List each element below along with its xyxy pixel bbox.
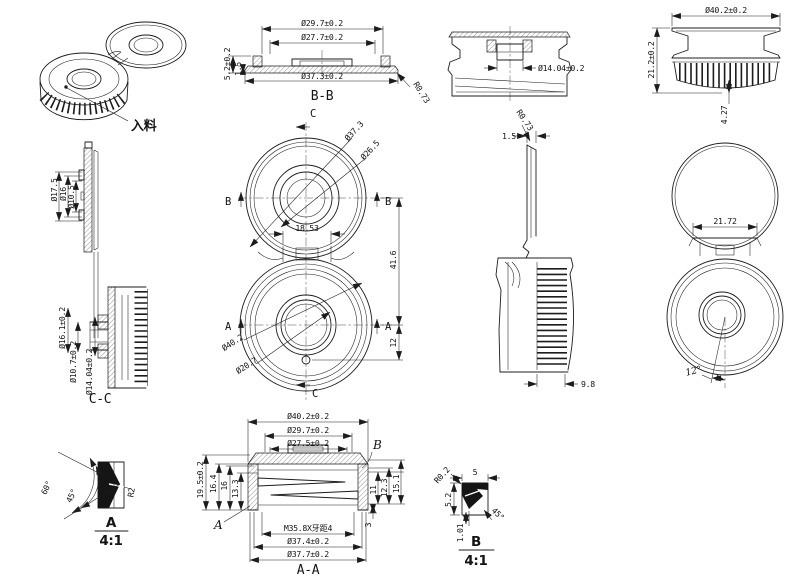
view-section-top: Ø14.04±0.2 (447, 26, 585, 101)
dim-bb-dia-base: Ø37.3±0.2 (301, 71, 343, 81)
dim-cc-dia4: Ø16.1±0.2 (57, 307, 67, 349)
title-section-cc: C-C (89, 392, 112, 407)
scale-detail-a: 4:1 (99, 533, 122, 549)
view-plan: 18.53 C C B B A A 41.6 12 Ø37.3 Ø26.5 Ø4… (220, 108, 403, 400)
dim-cc-dia6: Ø14.04±0.2 (84, 348, 94, 395)
dim-side-dia: Ø40.2±0.2 (705, 5, 747, 15)
dim-bb-dia-inner: Ø27.7±0.2 (301, 32, 343, 42)
dim-side-height: 21.2±0.2 (646, 41, 656, 78)
view-profile-open: R0.73 1.5 9.8 (495, 108, 596, 389)
dim-detail-b-width: 5 (473, 467, 478, 477)
dim-bb-radius: R0.73 (411, 80, 432, 105)
view-isometric: 入料 (39, 21, 187, 134)
dim-detail-a-angle1: 60° (39, 479, 54, 496)
dim-detail-b-height: 5.2 (443, 493, 453, 507)
dim-aa-right4: 3 (363, 522, 373, 527)
dim-aa-right3: 15.1 (391, 474, 401, 493)
dim-aa-thread: M35.8X牙距4 (284, 523, 333, 533)
dim-detail-b-depth: 1.01 (455, 523, 465, 542)
dim-aa-right2: 12.3 (379, 478, 389, 497)
dim-plan-offset: 12 (388, 338, 398, 348)
dim-aa-left1: 19.5±0.2 (195, 461, 205, 498)
injection-note: 入料 (131, 118, 157, 134)
dim-cc-dia2: Ø16 (58, 187, 68, 201)
dim-detail-b-angle: 45° (490, 505, 507, 522)
dim-cc-dia3: Ø10.5 (66, 185, 76, 209)
view-section-bb: Ø29.7±0.2 Ø27.7±0.2 Ø37.3±0.2 5.2±0.2 1.… (222, 18, 432, 105)
view-detail-a: 60° 45° R2 A 4:1 (39, 451, 137, 549)
dim-cc-dia5: Ø10.7±0.2 (68, 341, 78, 383)
dim-aa-left4: 13.3 (230, 479, 240, 498)
dim-bb-dia-outer: Ø29.7±0.2 (301, 18, 343, 28)
callout-b: B (372, 438, 382, 452)
callout-a: A (213, 518, 223, 532)
scale-detail-b: 4:1 (464, 553, 487, 569)
label-section-b-left: B (225, 196, 231, 208)
label-section-a-right: A (385, 321, 392, 333)
dim-plan-dia-lid: Ø37.3 (342, 119, 365, 143)
view-section-cc: Ø17.5 Ø16 Ø10.5 Ø16.1±0.2 Ø10.7±0.2 Ø14.… (49, 141, 148, 407)
view-detail-b: 5 5.2 1.01 R0.2 45° B 4:1 (432, 464, 507, 569)
title-section-aa: A-A (297, 563, 320, 577)
dim-bb-thickness: 1.5 (233, 62, 243, 76)
dim-aa-dia4: Ø37.4±0.2 (287, 536, 329, 546)
label-section-c-bottom: C (312, 388, 318, 400)
label-section-a-left: A (225, 321, 232, 333)
dim-aa-dia1: Ø40.2±0.2 (287, 411, 329, 421)
view-open-front: 21.72 12° (666, 142, 784, 388)
dim-open-lid-width: 21.72 (713, 216, 737, 226)
title-detail-b: B (471, 534, 481, 550)
view-side-closed: Ø40.2±0.2 21.2±0.2 4.27 (646, 5, 781, 124)
injection-point-mark (64, 85, 68, 89)
dim-bb-height: 5.2±0.2 (222, 47, 232, 80)
dim-detail-a-angle2: 45° (64, 487, 79, 504)
title-section-bb: B-B (311, 89, 334, 104)
title-detail-a: A (106, 515, 117, 531)
dim-aa-dia3: Ø27.5±0.2 (287, 438, 329, 448)
dim-side-depth: 4.27 (719, 105, 729, 124)
dim-aa-dia2: Ø29.7±0.2 (287, 425, 329, 435)
view-section-aa: Ø40.2±0.2 Ø29.7±0.2 Ø27.5±0.2 B 19.5±0.2… (195, 411, 405, 578)
dim-plan-dia-lid-inner: Ø26.5 (358, 138, 381, 162)
dim-detail-a-radius: R2 (125, 487, 137, 498)
dim-plan-dia-cap: Ø40.2 (220, 332, 245, 353)
dim-profile-radius: R0.73 (514, 108, 535, 133)
dim-detail-b-radius: R0.2 (432, 464, 452, 485)
dim-plan-length: 41.6 (388, 250, 398, 269)
dim-aa-left2: 16.4 (208, 474, 218, 493)
dim-plan-dia-spout: Ø20.7 (234, 355, 259, 376)
label-section-c-top: C (310, 108, 316, 120)
dim-aa-right1: 11 (368, 485, 378, 495)
dim-top-dia: Ø14.04±0.2 (538, 63, 585, 73)
dim-cc-dia1: Ø17.5 (49, 178, 59, 202)
dim-aa-dia5: Ø37.7±0.2 (287, 549, 329, 559)
label-section-b-right: B (385, 196, 391, 208)
dim-plan-hinge-width: 18.53 (295, 223, 319, 233)
dim-profile-skirt-depth: 9.8 (581, 379, 595, 389)
dim-profile-lid-thickness: 1.5 (502, 131, 516, 141)
dim-open-angle: 12° (684, 364, 702, 379)
dim-aa-left3: 16 (219, 481, 229, 491)
